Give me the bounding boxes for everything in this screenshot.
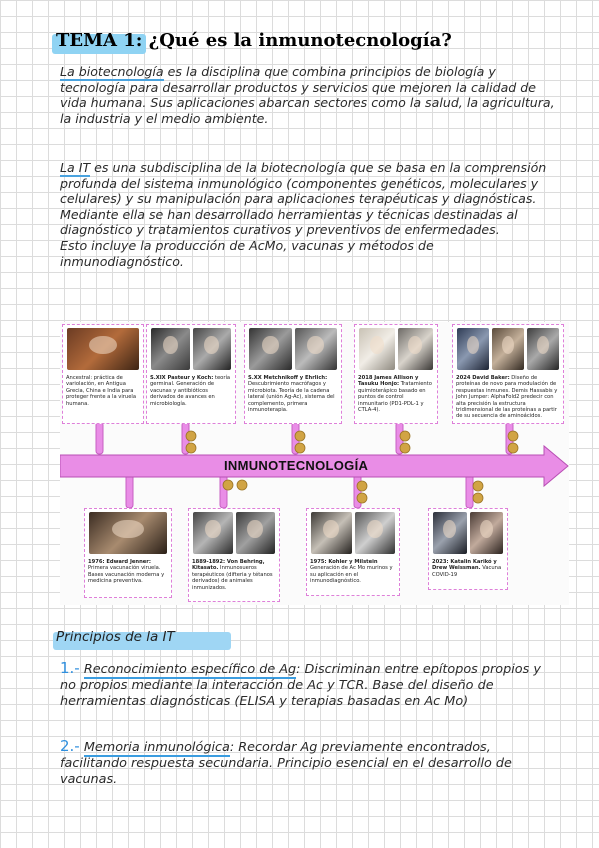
principle-number: 2.- — [60, 737, 80, 755]
page-title: TEMA 1: ¿Qué es la inmunotecnología? — [52, 30, 452, 54]
title-highlight — [52, 34, 146, 54]
principle-title: Memoria inmunológica — [83, 740, 230, 757]
card-image — [433, 512, 503, 554]
card-image — [193, 512, 275, 554]
biotech-term: La biotecnología — [60, 64, 164, 81]
principle-title: Reconocimiento específico de Ag — [83, 662, 297, 679]
timeline-panel: INMUNOTECNOLOGÍA Ancestral: práctica de … — [60, 322, 569, 605]
timeline-card-kohler-milstein: 1975: Kohler y Milstein Generación de Ac… — [306, 508, 400, 596]
card-image — [457, 328, 559, 370]
title-text: : ¿Qué es la inmunotecnología? — [135, 30, 452, 51]
principles-heading: Principios de la IT — [53, 629, 231, 650]
card-image — [67, 328, 139, 370]
timeline-card-allison-honjo: 2018 James Allison y Tasuku Honjo: Trata… — [354, 324, 438, 424]
timeline-card-metchnikoff-ehrlich: S.XX Metchnikoff y Ehrlich: Descubrimien… — [244, 324, 342, 424]
card-image — [89, 512, 167, 554]
timeline-card-behring-kitasato: 1889-1892: Von Behring, Kitasato. Inmuno… — [188, 508, 280, 602]
principle-number: 1.- — [60, 659, 80, 677]
title-prefix: TEMA 1 — [56, 30, 136, 51]
principle-text: : Discriminan entre epítopos propios y n… — [60, 662, 541, 709]
biotech-text: es la disciplina que combina principios … — [60, 64, 555, 126]
principle-item: 2.- Memoria inmunológica: Recordar Ag pr… — [60, 738, 560, 788]
card-image — [359, 328, 433, 370]
principle-item: 1.- Reconocimiento específico de Ag: Dis… — [60, 660, 560, 710]
it-text-line2: Esto incluye la producción de AcMo, vacu… — [60, 237, 434, 269]
timeline-card-ancestral: Ancestral: práctica de variolación, en A… — [62, 324, 144, 424]
timeline-card-kariko-weissman: 2023: Katalin Karikó y Drew Weissman. Va… — [428, 508, 508, 590]
biotech-paragraph: La biotecnología es la disciplina que co… — [60, 64, 560, 126]
principle-text: : Recordar Ag previamente encontrados, f… — [60, 740, 512, 787]
timeline-card-baker-hassabis-jumper: 2024 David Baker: Diseño de proteínas de… — [452, 324, 564, 424]
principles-highlight — [53, 632, 231, 650]
card-image — [311, 512, 395, 554]
timeline-card-jenner: 1976: Edward Jenner: Primera vacunación … — [84, 508, 172, 598]
card-image — [249, 328, 337, 370]
it-paragraph: La IT es una subdisciplina de la biotecn… — [60, 160, 560, 269]
card-image — [151, 328, 231, 370]
timeline-label: INMUNOTECNOLOGÍA — [224, 458, 369, 473]
it-term: La IT — [60, 160, 91, 177]
timeline-card-pasteur-koch: S.XIX Pasteur y Koch: teoría germinal. G… — [146, 324, 236, 424]
it-text: es una subdisciplina de la biotecnología… — [60, 160, 547, 238]
